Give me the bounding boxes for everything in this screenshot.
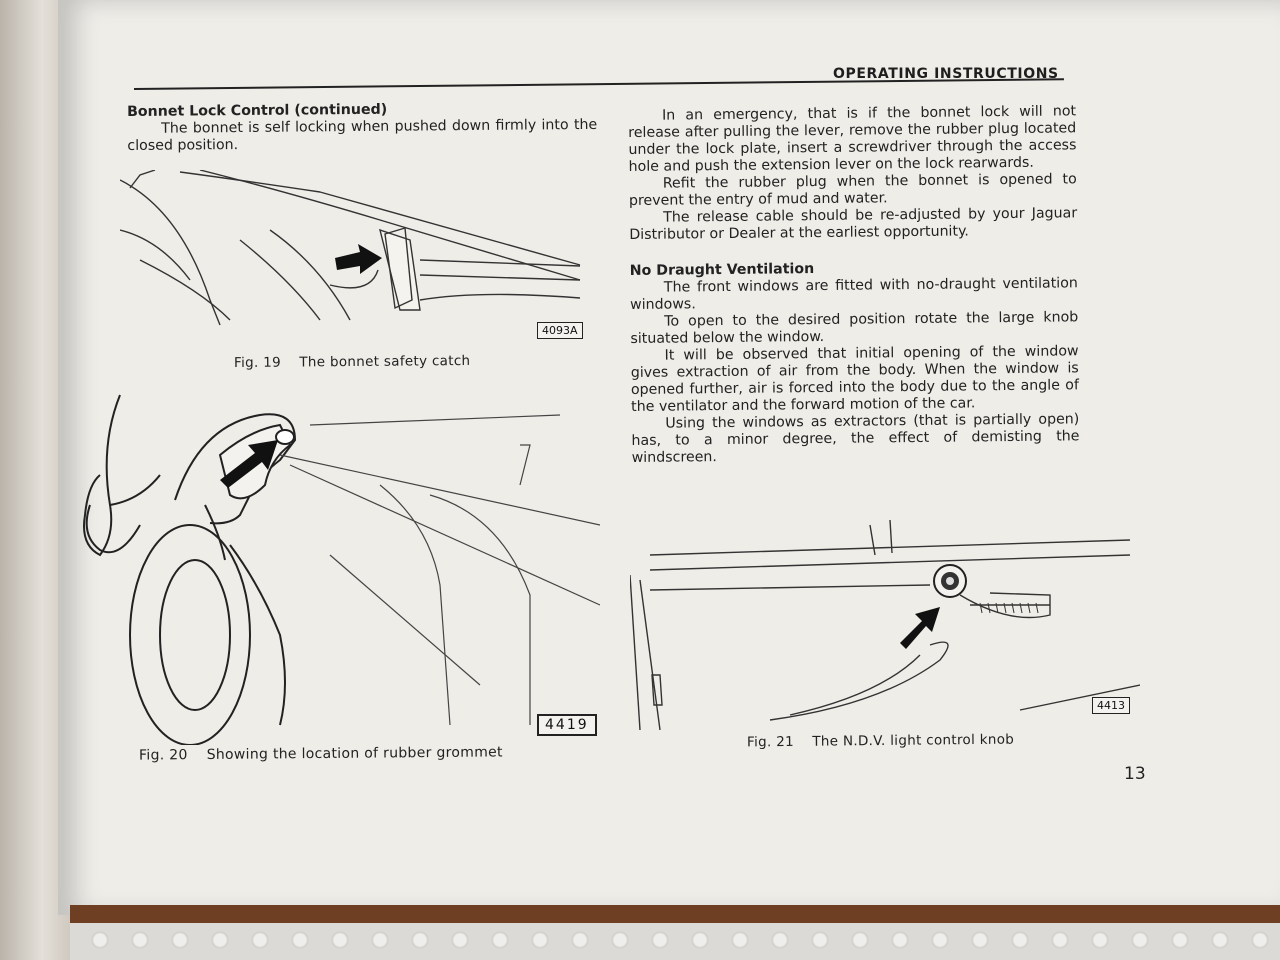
page-number: 13 [1124, 764, 1146, 784]
figure-21 [630, 515, 1140, 730]
ndv-control-knob-illustration [630, 519, 1140, 730]
fig20-caption: Fig. 20 Showing the location of rubber g… [139, 744, 503, 763]
figure-20 [80, 385, 600, 745]
figure-19 [120, 170, 590, 345]
bonnet-safety-catch-illustration [120, 170, 581, 326]
fig21-label: Fig. 21 [746, 733, 795, 751]
fig21-caption-text: The N.D.V. light control knob [812, 731, 1015, 750]
paragraph-refit-plug: Refit the rubber plug when the bonnet is… [628, 171, 1077, 209]
page-header-title: OPERATING INSTRUCTIONS [833, 66, 1059, 82]
fig20-caption-text: Showing the location of rubber grommet [206, 744, 503, 763]
fig20-code-box: 4419 [537, 714, 597, 736]
paragraph-bonnet-self-locking: The bonnet is self locking when pushed d… [127, 116, 598, 154]
rubber-grommet-illustration [83, 394, 600, 745]
paragraph-extractors: Using the windows as extractors (that is… [631, 411, 1080, 466]
page-bottom-edge [70, 905, 1280, 923]
fig21-code-box: 4413 [1092, 697, 1130, 714]
paragraph-emergency: In an emergency, that is if the bonnet l… [628, 103, 1077, 175]
fig20-label: Fig. 20 [138, 747, 188, 764]
paragraph-extraction: It will be observed that initial opening… [630, 343, 1080, 415]
paragraph-rotate-knob: To open to the desired position rotate t… [630, 309, 1079, 347]
paragraph-release-cable: The release cable should be re-adjusted … [629, 205, 1078, 243]
fig19-caption-text: The bonnet safety catch [299, 352, 471, 371]
fig19-code-box: 4093A [537, 322, 583, 339]
right-column-text: In an emergency, that is if the bonnet l… [628, 103, 1080, 467]
paragraph-ndv-windows: The front windows are fitted with no-dra… [629, 275, 1078, 313]
left-column-text: Bonnet Lock Control (continued) The bonn… [127, 100, 597, 155]
fig21-caption: Fig. 21 The N.D.V. light control knob [747, 732, 1014, 751]
fig19-label: Fig. 19 [233, 354, 282, 372]
fig19-caption: Fig. 19 The bonnet safety catch [234, 353, 471, 371]
